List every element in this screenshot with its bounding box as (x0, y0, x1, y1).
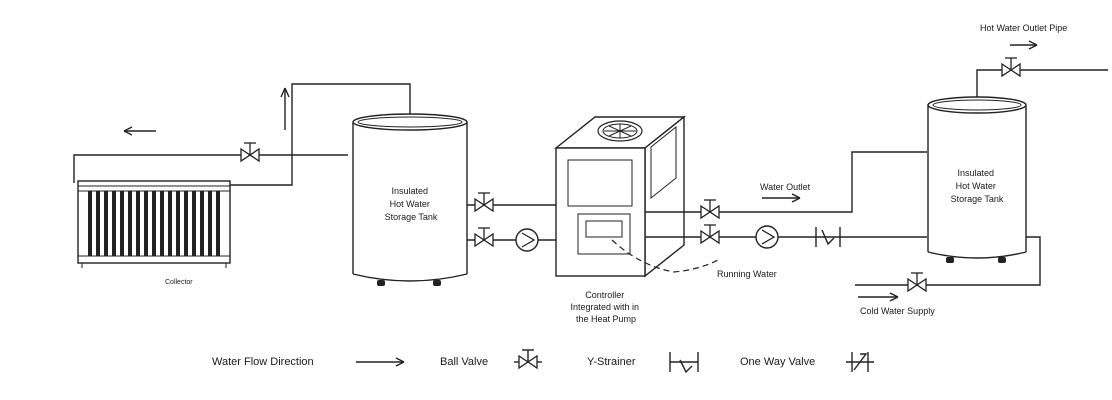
circulation-pump-icon (515, 228, 539, 252)
ball-valve-icon (1001, 57, 1021, 77)
ball-valve-icon (700, 224, 720, 244)
hot-water-outlet-pipe-label: Hot Water Outlet Pipe (980, 23, 1067, 33)
ball-valve-icon (907, 272, 927, 292)
collector-tubes (88, 191, 220, 256)
running-water-label: Running Water (717, 269, 777, 279)
circulation-pump-icon (755, 225, 779, 249)
collector-supply-pipe (73, 154, 348, 183)
y-strainer-icon (669, 352, 699, 374)
water-outlet-pipe (645, 151, 927, 213)
one-way-valve-icon (846, 352, 874, 372)
legend-ball-valve: Ball Valve (440, 356, 488, 368)
flow-arrow-icon (858, 292, 899, 302)
ball-valve-icon (474, 192, 494, 212)
flow-arrow-icon (123, 126, 156, 136)
flow-arrow-icon (1010, 40, 1038, 50)
flow-arrow-icon (280, 87, 290, 130)
cold-water-supply-pipe (855, 236, 1041, 286)
hot-water-outlet-pipe (976, 69, 1108, 97)
ball-valve-icon (240, 142, 260, 162)
collector-return-pipe (230, 83, 411, 186)
collector-label: Collector (165, 279, 193, 286)
legend-water-flow-direction: Water Flow Direction (212, 356, 314, 368)
ball-valve-icon (700, 199, 720, 219)
ball-valve-icon (514, 349, 542, 370)
legend-y-strainer: Y-Strainer (587, 356, 636, 368)
heat-pump-unit (553, 115, 687, 278)
flow-arrow-icon (762, 193, 801, 203)
insulated-tank-right (927, 96, 1027, 263)
water-outlet-label: Water Outlet (760, 182, 811, 192)
controller-label: Controller Integrated with in the Heat P… (570, 290, 641, 324)
tank-right-label: Insulated Hot Water Storage Tank (951, 168, 1004, 204)
fan-icon (597, 120, 643, 142)
legend-one-way-valve: One Way Valve (740, 356, 815, 368)
ball-valve-icon (474, 227, 494, 247)
tank-left-label: Insulated Hot Water Storage Tank (385, 186, 438, 222)
solar-collector (77, 180, 231, 268)
cold-water-supply-label: Cold Water Supply (860, 306, 935, 316)
controller-signal-line (611, 239, 719, 273)
insulated-tank-left (352, 113, 468, 286)
legend: Water Flow Direction Ball Valve Y-Strain… (212, 349, 874, 374)
y-strainer-icon (815, 227, 841, 247)
flow-arrow-icon (356, 357, 405, 367)
